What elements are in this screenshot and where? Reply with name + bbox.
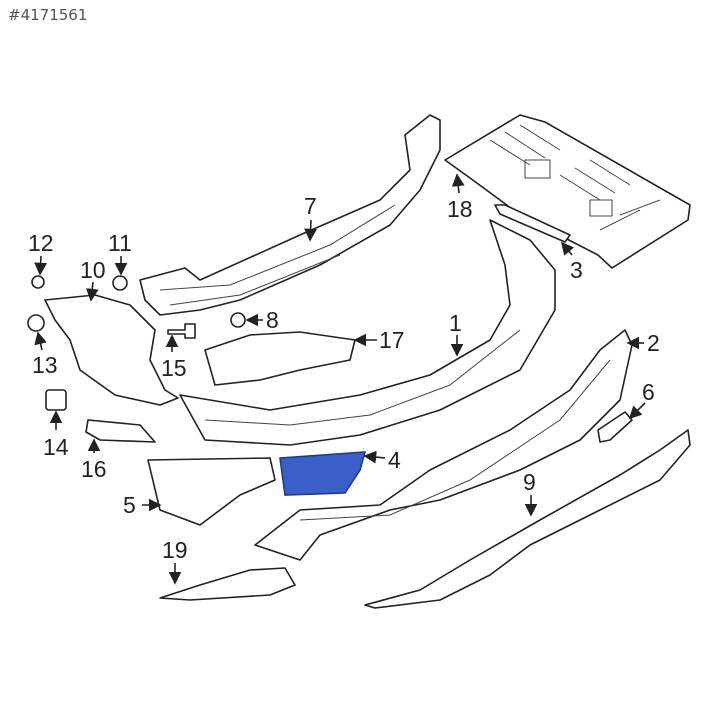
callout-16: 16	[81, 456, 107, 482]
part-7-reinforcement-bar[interactable]	[139, 114, 441, 316]
part-12-clip[interactable]	[31, 275, 45, 289]
part-10-side-bracket[interactable]	[44, 294, 179, 406]
catalog-number: #4171561	[8, 6, 88, 24]
part-6-cap[interactable]	[597, 411, 633, 443]
callout-1: 1	[449, 310, 462, 336]
callout-11: 11	[108, 230, 132, 256]
part-13-clip[interactable]	[27, 314, 45, 332]
callout-12: 12	[28, 230, 54, 256]
callout-5: 5	[123, 492, 136, 518]
part-9-lower-trim[interactable]	[364, 429, 691, 609]
callout-4: 4	[388, 447, 401, 473]
callout-17: 17	[379, 327, 405, 353]
part-5-side-trim[interactable]	[147, 457, 276, 526]
part-18-underbody-shield[interactable]	[444, 114, 691, 269]
callout-6: 6	[642, 379, 655, 405]
callout-10: 10	[80, 257, 106, 283]
part-17-bracket[interactable]	[204, 331, 356, 386]
callout-2: 2	[647, 330, 660, 356]
part-19-reflector[interactable]	[159, 567, 296, 601]
part-8-nut[interactable]	[230, 312, 246, 328]
callout-7: 7	[304, 193, 317, 219]
leader-lines	[34, 173, 646, 585]
part-4-bracket-highlighted[interactable]	[279, 451, 367, 496]
part-15-bolt[interactable]	[167, 323, 196, 339]
callout-9: 9	[523, 469, 536, 495]
part-11-nut[interactable]	[112, 275, 128, 291]
callout-3: 3	[570, 257, 583, 283]
part-14-clip[interactable]	[45, 389, 67, 411]
part-1-bumper-cover[interactable]	[179, 219, 556, 446]
part-3-trim-strip[interactable]	[494, 204, 571, 243]
callout-19: 19	[162, 537, 188, 563]
callout-18: 18	[447, 196, 473, 222]
callout-8: 8	[266, 307, 279, 333]
part-16-grommet-trim[interactable]	[85, 419, 156, 443]
callout-14: 14	[43, 434, 69, 460]
callout-15: 15	[161, 355, 187, 381]
callout-13: 13	[32, 352, 58, 378]
